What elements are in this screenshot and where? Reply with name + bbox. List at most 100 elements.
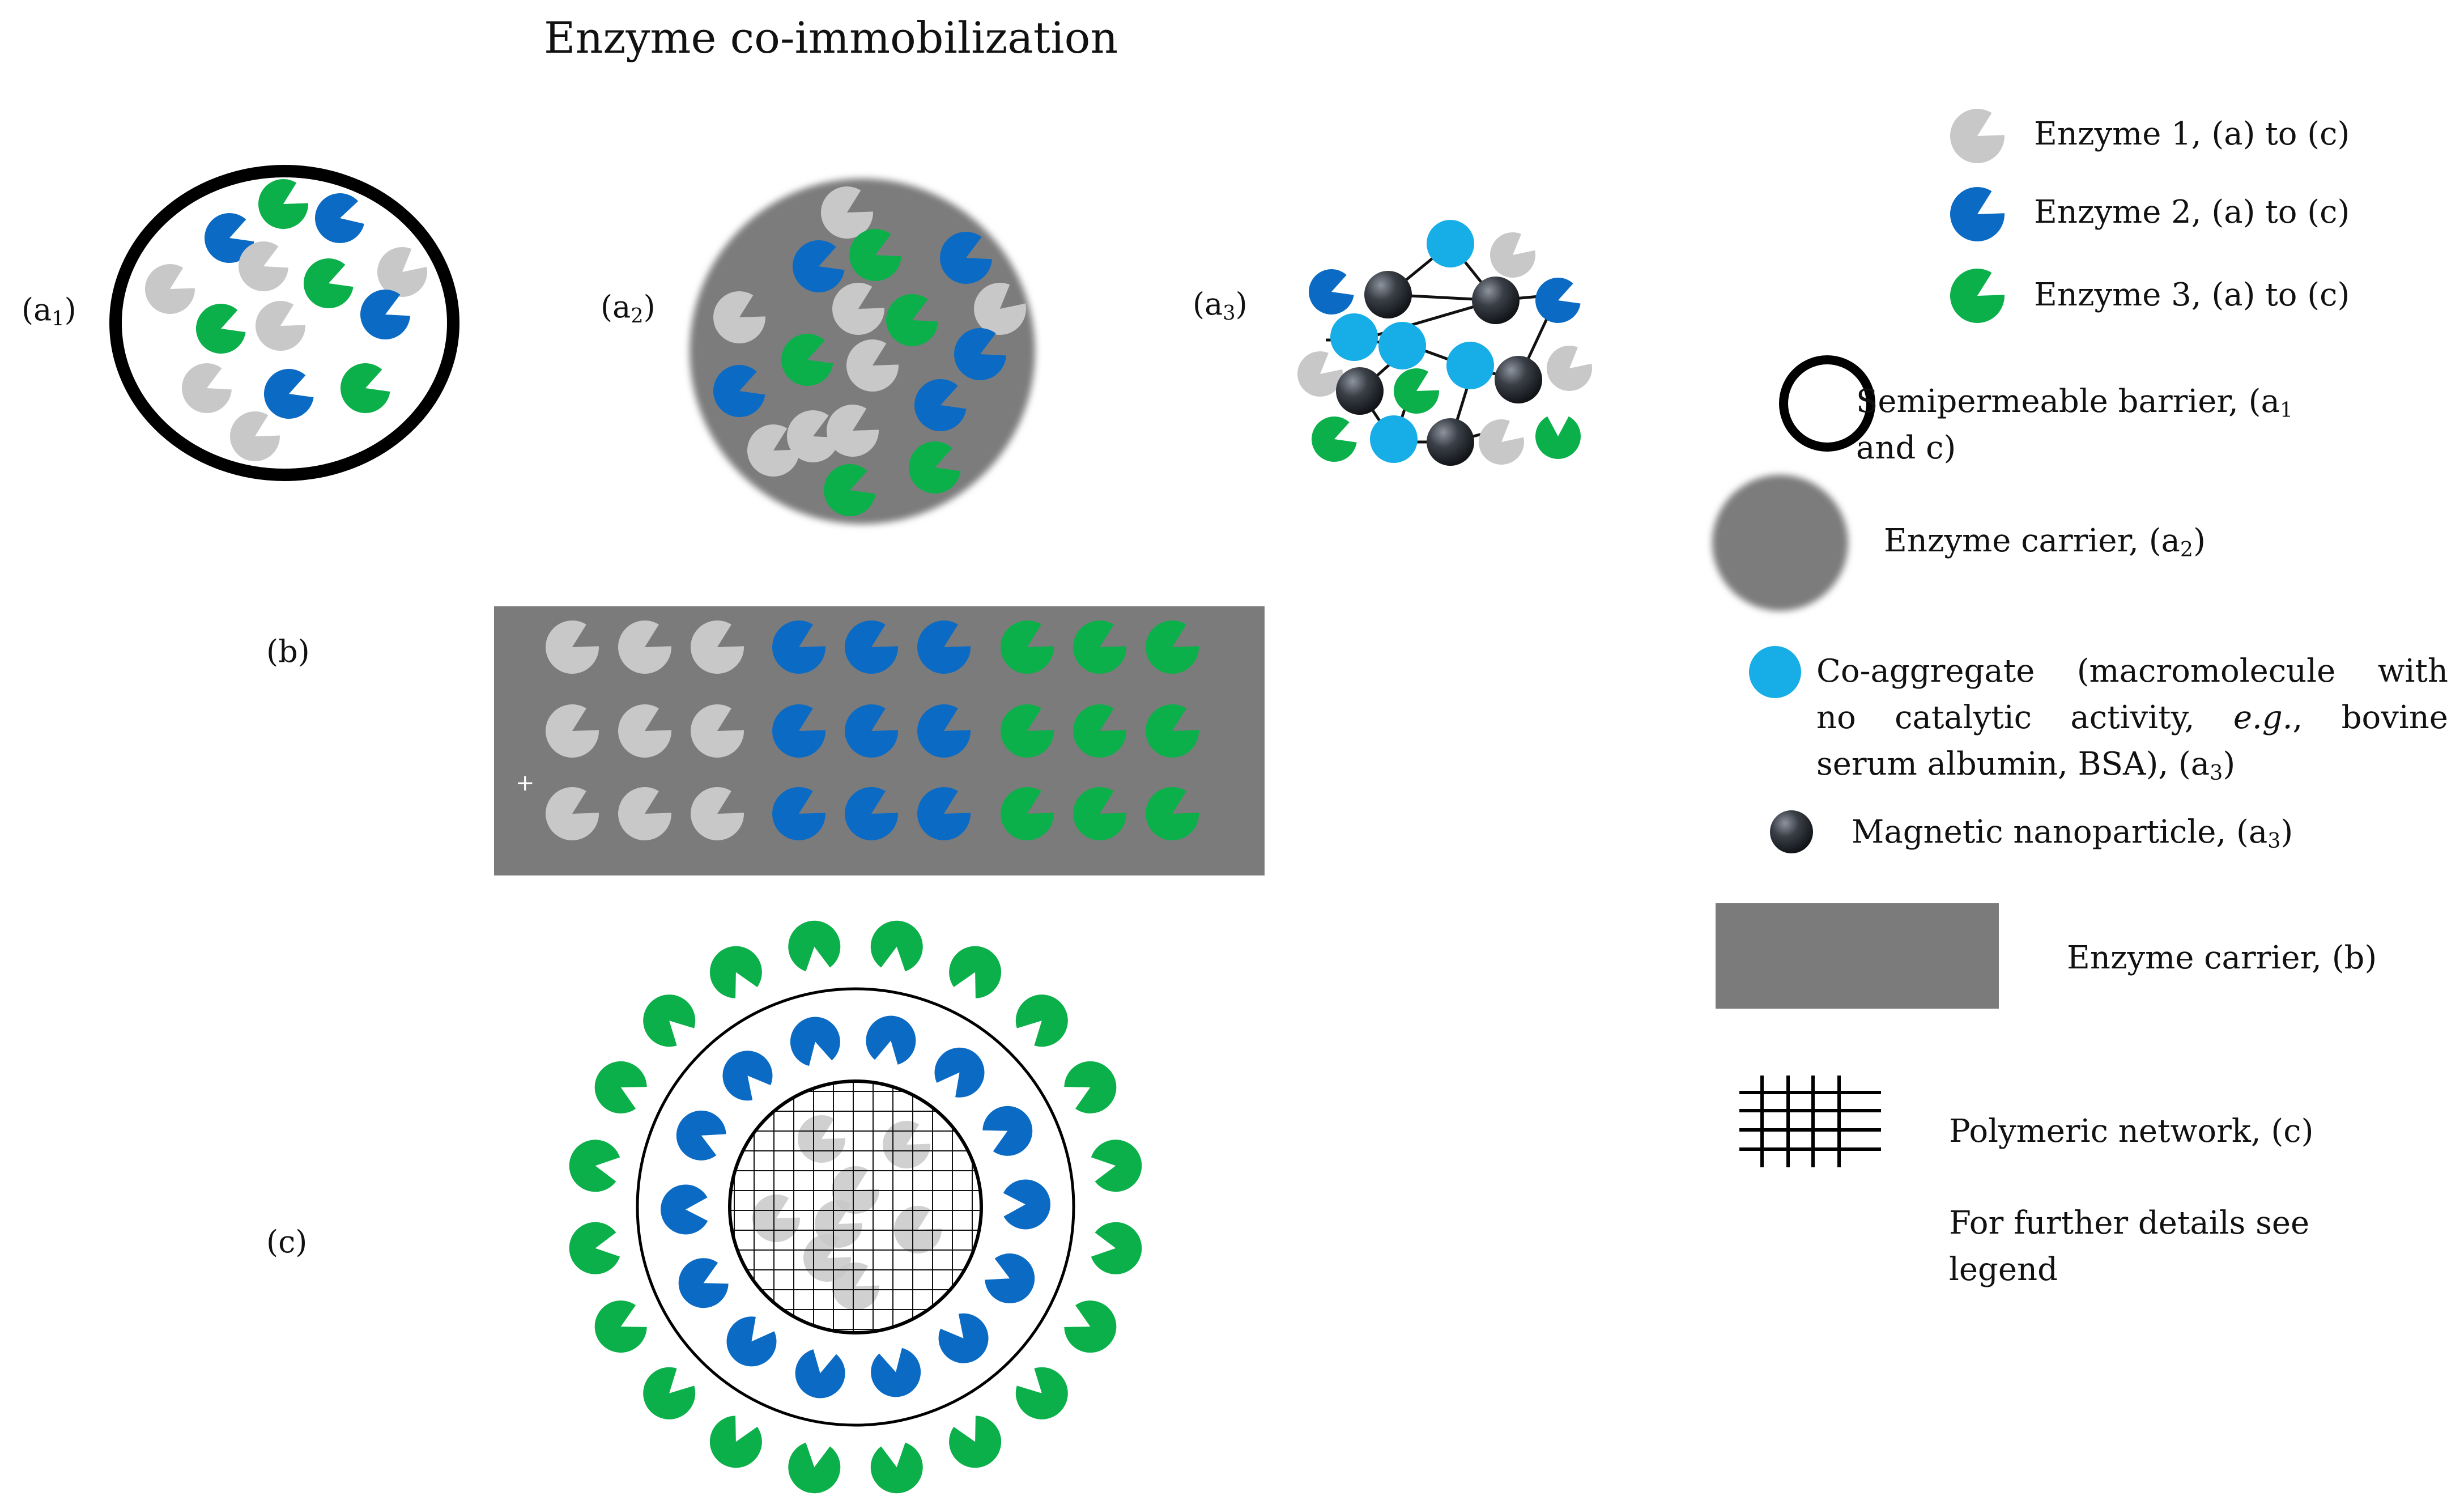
enzyme-1-icon: [618, 704, 671, 758]
enzyme-1-icon: [691, 620, 744, 674]
enzyme-2-icon: [940, 232, 992, 284]
enzyme-3-icon: [1091, 1222, 1142, 1274]
enzyme-1-icon: [1478, 419, 1524, 465]
enzyme-3-icon: [1001, 704, 1054, 758]
enzyme-1-icon: [618, 620, 671, 674]
coaggregate-icon: [1370, 415, 1418, 463]
enzyme-2-icon: [845, 704, 898, 758]
enzyme-1-icon: [832, 283, 884, 335]
enzyme-3-icon: [341, 363, 390, 413]
enzyme-1-icon: [181, 363, 232, 413]
enzyme-3-icon: [1015, 994, 1068, 1047]
enzyme-3-icon: [949, 1416, 1002, 1468]
enzyme-2-icon: [917, 620, 971, 674]
legend-enzyme1-label: Enzyme 1, (a) to (c): [2034, 116, 2350, 152]
enzyme-1-icon: [238, 241, 288, 291]
enzyme-1-icon: [827, 405, 879, 457]
enzyme-2-icon: [205, 213, 254, 263]
coaggregate-icon: [1378, 322, 1426, 369]
legend-carrier-b-label: Enzyme carrier, (b): [2067, 940, 2377, 976]
enzyme-1-icon: [1297, 351, 1343, 397]
enzyme-3-icon: [569, 1222, 620, 1274]
panel-a2-carrier-bead: [690, 178, 1035, 524]
enzyme-3-icon: [1091, 1140, 1142, 1192]
enzyme-3-icon: [1146, 620, 1199, 674]
enzyme-3-icon: [569, 1140, 620, 1192]
enzyme-1-icon: [546, 704, 599, 758]
enzyme-2-icon: [360, 290, 410, 339]
enzyme-3-icon: [1312, 416, 1357, 462]
enzyme-2-icon: [713, 365, 765, 417]
coaggregate-icon: [1427, 220, 1474, 267]
enzyme-3-icon: [258, 179, 308, 229]
enzyme-3-icon: [1073, 620, 1126, 674]
enzyme-2-icon: [917, 704, 971, 758]
enzyme-1-icon: [1950, 109, 2005, 163]
enzyme-3-icon: [1950, 269, 2005, 323]
enzyme-1-icon: [713, 291, 765, 343]
legend-nanoparticle-label: Magnetic nanoparticle, (a3): [1852, 814, 2293, 853]
enzyme-3-icon: [1015, 1367, 1068, 1419]
enzyme-3-icon: [1073, 704, 1126, 758]
nanoparticle-icon: [1472, 277, 1520, 324]
enzyme-2-icon: [917, 787, 971, 840]
coaggregate-icon: [1446, 342, 1494, 389]
enzyme-3-icon: [788, 920, 841, 972]
panel-label-b: (b): [266, 634, 310, 669]
legend-note-line2: legend: [1949, 1251, 2058, 1288]
enzyme-1-icon: [747, 424, 799, 477]
enzyme-3-icon: [1394, 368, 1439, 414]
enzyme-2-icon: [1950, 187, 2005, 241]
enzyme-1-icon: [229, 411, 280, 462]
enzyme-3-icon: [1073, 787, 1126, 840]
enzyme-2-icon: [772, 704, 825, 758]
enzyme-1-icon: [546, 620, 599, 674]
enzyme-3-icon: [781, 334, 833, 386]
legend-enzyme3-label: Enzyme 3, (a) to (c): [2034, 277, 2350, 313]
enzyme-3-icon: [870, 1442, 923, 1494]
panel-label-a1: (a1): [22, 292, 76, 330]
enzyme-1-icon: [691, 787, 744, 840]
enzyme-3-icon: [1146, 704, 1199, 758]
enzyme-2-icon: [790, 1017, 840, 1066]
enzyme-3-icon: [870, 920, 923, 972]
enzyme-2-icon: [676, 1110, 726, 1161]
enzyme-3-icon: [643, 994, 696, 1047]
legend-enzyme2-label: Enzyme 2, (a) to (c): [2034, 194, 2350, 231]
enzyme-2-icon: [982, 1106, 1033, 1156]
enzyme-3-icon: [594, 1061, 647, 1113]
svg-text:+: +: [516, 770, 535, 796]
enzyme-3-icon: [908, 441, 961, 494]
enzyme-1-icon: [691, 704, 744, 758]
enzyme-1-icon: [255, 301, 305, 351]
enzyme-2-icon: [1309, 269, 1354, 315]
enzyme-2-icon: [722, 1051, 773, 1101]
enzyme-3-icon: [304, 258, 354, 308]
enzyme-3-icon: [1064, 1300, 1117, 1353]
enzyme-2-icon: [264, 369, 314, 419]
enzyme-2-icon: [954, 328, 1006, 380]
enzyme-2-icon: [866, 1015, 916, 1065]
enzyme-2-icon: [1003, 1179, 1050, 1230]
enzyme-3-icon: [1001, 787, 1054, 840]
nanoparticle-icon: [1427, 418, 1474, 466]
enzyme-1-icon: [546, 787, 599, 840]
enzyme-1-icon: [144, 264, 195, 314]
enzyme-2-icon: [772, 787, 825, 840]
enzyme-1-icon: [618, 787, 671, 840]
enzyme-3-icon: [949, 946, 1002, 998]
enzyme-2-icon: [772, 620, 825, 674]
legend-note-line1: For further details see: [1949, 1205, 2310, 1242]
enzyme-3-icon: [1001, 620, 1054, 674]
enzyme-2-icon: [726, 1316, 777, 1367]
coaggregate-icon: [1330, 313, 1378, 361]
enzyme-2-icon: [934, 1047, 985, 1098]
enzyme-2-icon: [795, 1349, 845, 1399]
enzyme-3-icon: [594, 1300, 647, 1353]
enzyme-3-icon: [1535, 416, 1581, 459]
panel-label-a2: (a2): [601, 289, 656, 328]
enzyme-3-icon: [643, 1367, 696, 1419]
enzyme-2-icon: [315, 193, 364, 244]
